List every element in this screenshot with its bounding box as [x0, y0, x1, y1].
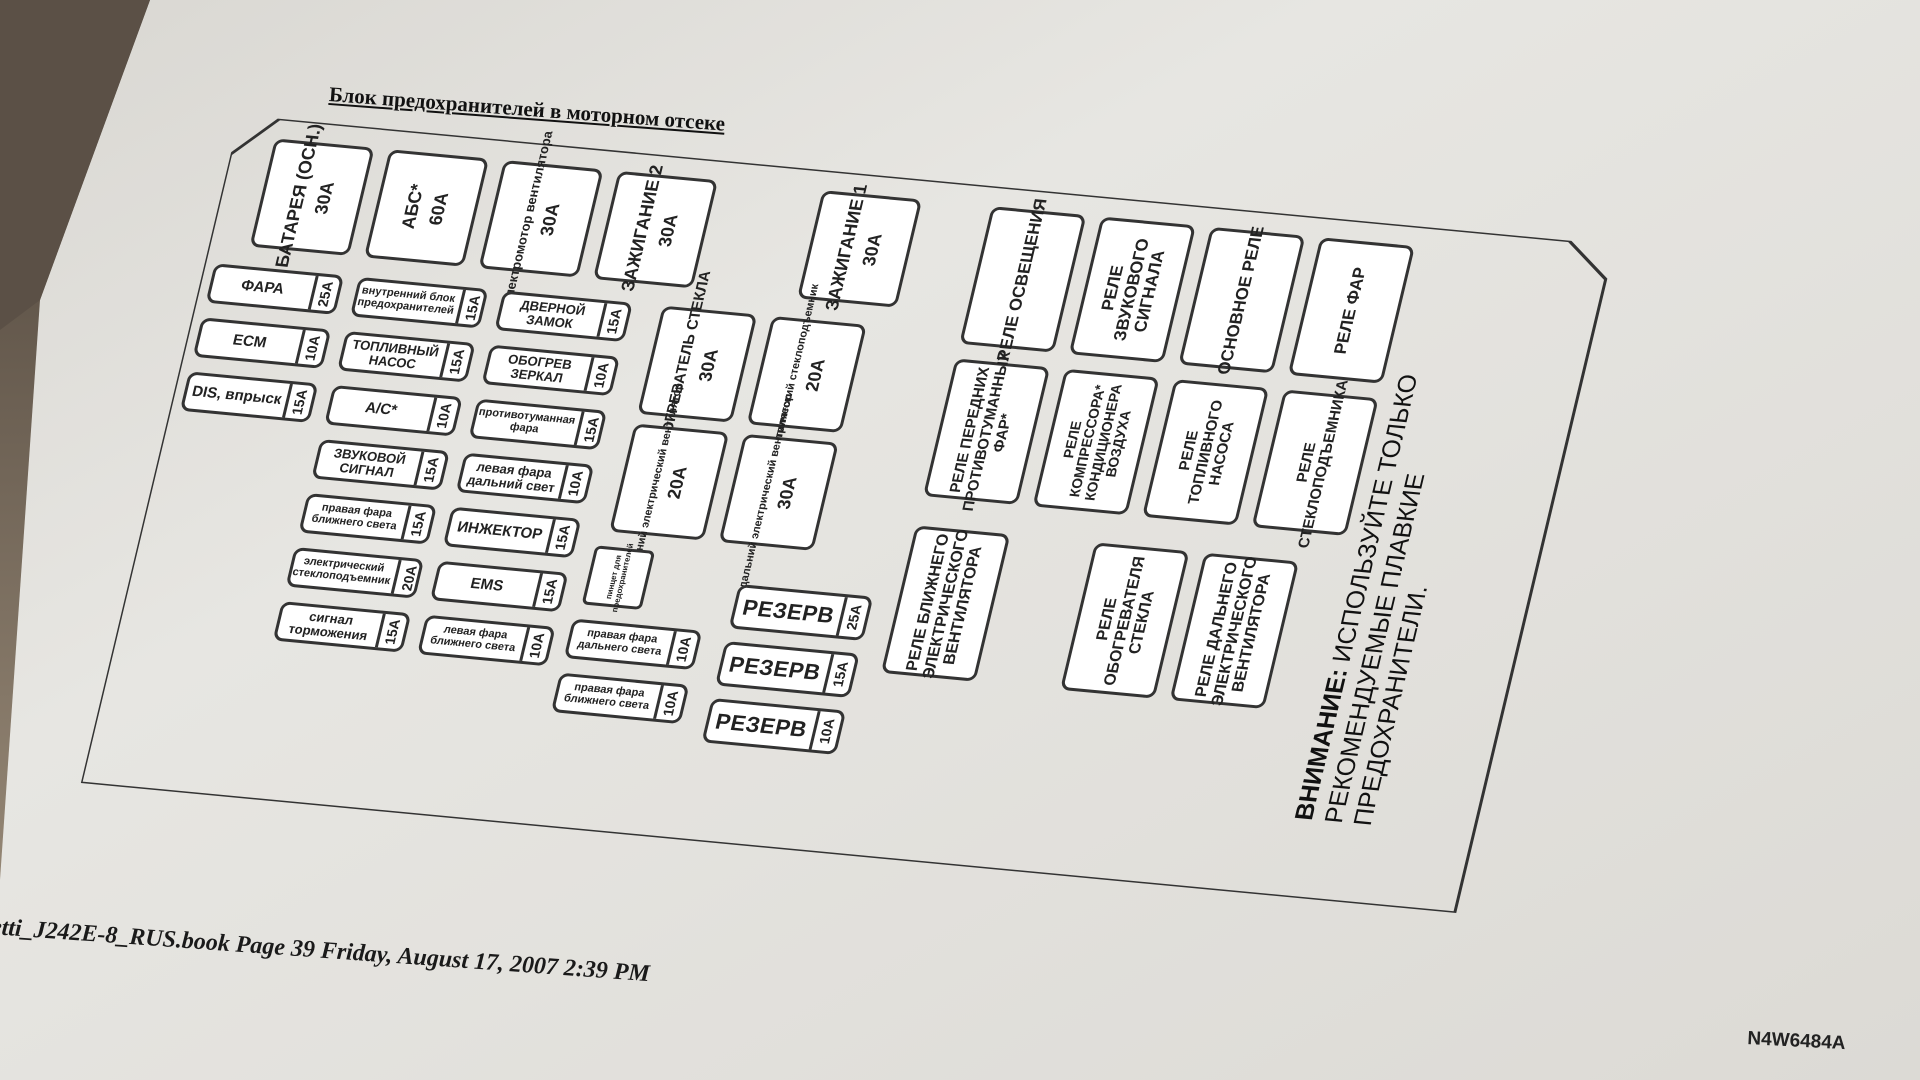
fuse-box-outline [80, 117, 1608, 915]
fuse-box-diagram: БАТАРЕЯ (ОСН.)30A АБС*60A электромотор в… [80, 115, 1634, 915]
footer-file-info: etti_J242E-8_RUS.book Page 39 Friday, Au… [0, 914, 651, 988]
footer-figure-code: N4W6484A [1746, 1028, 1847, 1055]
